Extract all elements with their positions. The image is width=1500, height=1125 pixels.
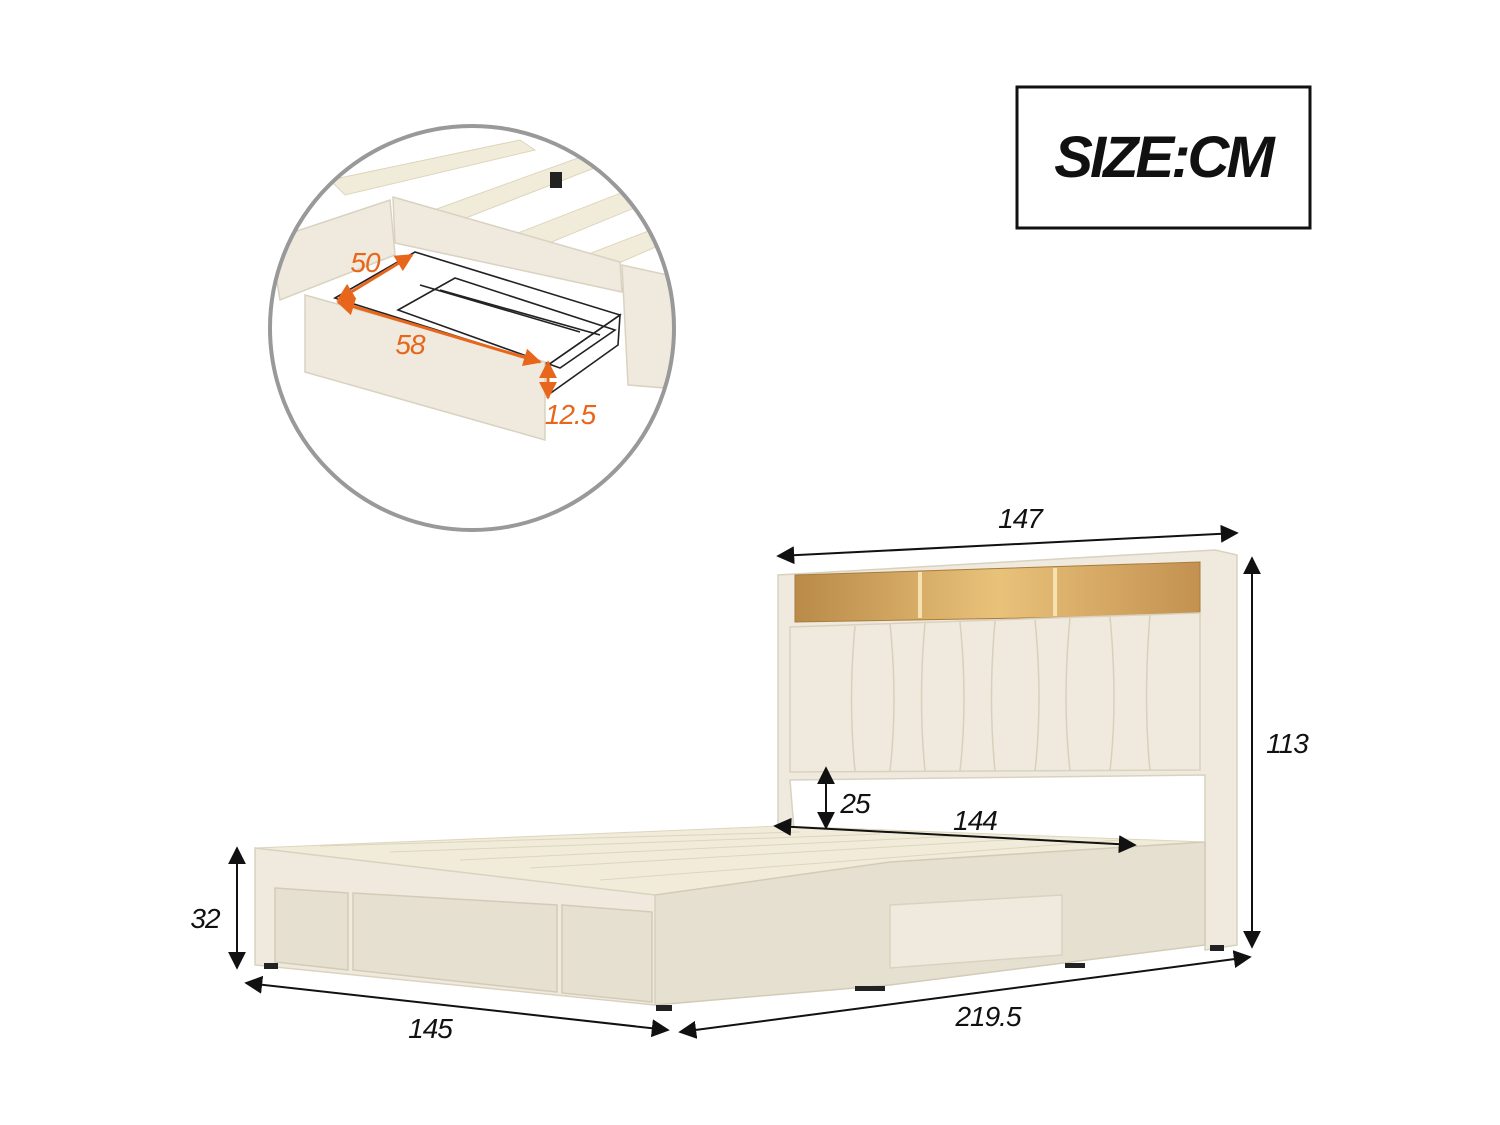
unit-label: SIZE:CM <box>1054 125 1276 190</box>
overall-length-label: 219.5 <box>954 1001 1021 1032</box>
inset-side-rail <box>392 195 623 293</box>
headboard-channels <box>850 614 1151 772</box>
side-drawer <box>889 894 1063 969</box>
inner-width-label: 144 <box>953 805 997 836</box>
clearance-label: 25 <box>839 788 871 819</box>
dimension-lines <box>228 524 1261 1039</box>
inset-leg <box>621 264 673 391</box>
drawer-height-label: 12.5 <box>545 399 597 430</box>
headboard-width-label: 147 <box>998 503 1044 534</box>
rail-height-label: 32 <box>190 903 221 934</box>
foot-drawer-left <box>274 887 349 971</box>
drawer-width-label: 58 <box>395 329 426 360</box>
bed-illustration <box>254 549 1238 1011</box>
inset-bracket <box>550 172 562 188</box>
unit-label-box: SIZE:CM <box>1015 85 1312 230</box>
foot-drawer-right <box>561 904 653 1003</box>
drawer-inset: 50 58 12.5 <box>268 124 676 532</box>
total-height-label: 113 <box>1266 728 1309 759</box>
drawer-depth-label: 50 <box>350 247 381 278</box>
overall-width-label: 145 <box>408 1013 453 1044</box>
